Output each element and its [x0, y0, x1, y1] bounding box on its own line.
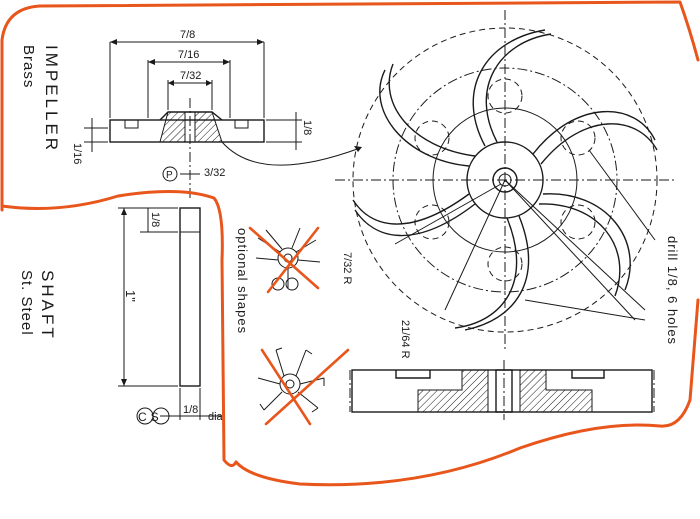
radius-small-label: 7/32 R — [341, 252, 353, 284]
fit-symbol: P — [166, 170, 173, 181]
impeller-section-view — [349, 360, 655, 420]
shaft-title: SHAFT — [38, 270, 57, 341]
dim-thickness-label: 1/8 — [301, 120, 313, 135]
optional-shape-two — [257, 347, 350, 426]
dim-hub-label: 7/32 — [180, 70, 201, 82]
cs-symbol: CS — [138, 410, 163, 424]
shaft-dia-suffix: dia. — [208, 411, 226, 423]
red-cut-line — [0, 190, 238, 467]
impeller-vanes — [352, 29, 658, 331]
shaft-title-block: SHAFT St. Steel — [18, 270, 57, 341]
dim-fit-label: 3/32 — [204, 167, 225, 179]
shaft-material: St. Steel — [18, 270, 35, 336]
dim-mid-label: 7/16 — [178, 49, 199, 61]
red-outline-upper — [0, 0, 700, 212]
dim-overall-label: 7/8 — [180, 29, 195, 41]
optional-shapes: optional shapes — [235, 226, 350, 426]
impeller-title-block: IMPELLER Brass — [20, 45, 61, 153]
shaft-drawing: 1/8 1" 1/8 dia. CS — [118, 207, 226, 425]
optional-shape-one — [248, 226, 321, 294]
impeller-plan-view — [335, 10, 675, 350]
impeller-dimensions: 7/8 7/16 7/32 1/8 1/16 P 3/32 — [71, 29, 313, 182]
optional-shapes-label: optional shapes — [235, 228, 250, 334]
impeller-side-view — [109, 98, 265, 200]
red-annotation-strokes — [0, 0, 700, 487]
view-leader-arrow — [221, 141, 361, 166]
shaft-top-label: 1/8 — [149, 212, 161, 227]
red-outline-lower — [234, 298, 700, 487]
shaft-length-label: 1" — [123, 290, 138, 302]
radius-large-label: 21/64 R — [399, 320, 411, 359]
impeller-title: IMPELLER — [42, 45, 61, 153]
shaft-dia-label: 1/8 — [183, 404, 198, 416]
drill-note-label: drill 1/8, 6 holes — [665, 236, 680, 345]
impeller-material: Brass — [20, 45, 37, 88]
dim-base-label: 1/16 — [71, 143, 83, 164]
